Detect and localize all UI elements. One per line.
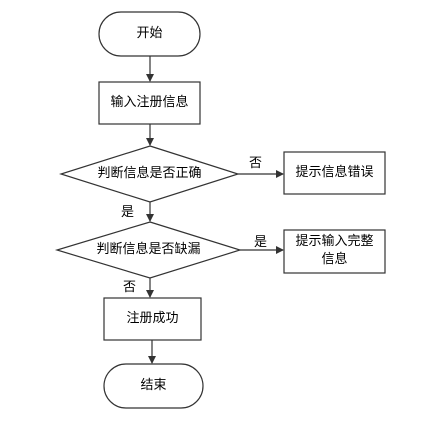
prompt-process bbox=[283, 229, 386, 274]
decision2-label: 判断信息是否缺漏 bbox=[96, 242, 201, 257]
edge-label-d2-no: 否 bbox=[123, 280, 137, 295]
edge-label-d1-yes: 是 bbox=[121, 205, 135, 220]
prompt-label-line1: 提示输入完整 bbox=[295, 234, 374, 249]
input-process bbox=[98, 81, 201, 125]
decision1-label: 判断信息是否正确 bbox=[97, 166, 202, 181]
error-label: 提示信息错误 bbox=[295, 165, 374, 180]
end-label: 结束 bbox=[140, 378, 167, 393]
end-terminal bbox=[103, 363, 204, 409]
start-label: 开始 bbox=[136, 26, 163, 41]
prompt-label-line2: 信息 bbox=[321, 252, 348, 267]
edge-label-d2-yes: 是 bbox=[254, 235, 268, 250]
success-label: 注册成功 bbox=[126, 311, 179, 326]
input-label: 输入注册信息 bbox=[110, 95, 189, 110]
success-process bbox=[103, 297, 202, 341]
edge-label-d1-no: 否 bbox=[249, 156, 263, 171]
error-process bbox=[283, 151, 386, 195]
